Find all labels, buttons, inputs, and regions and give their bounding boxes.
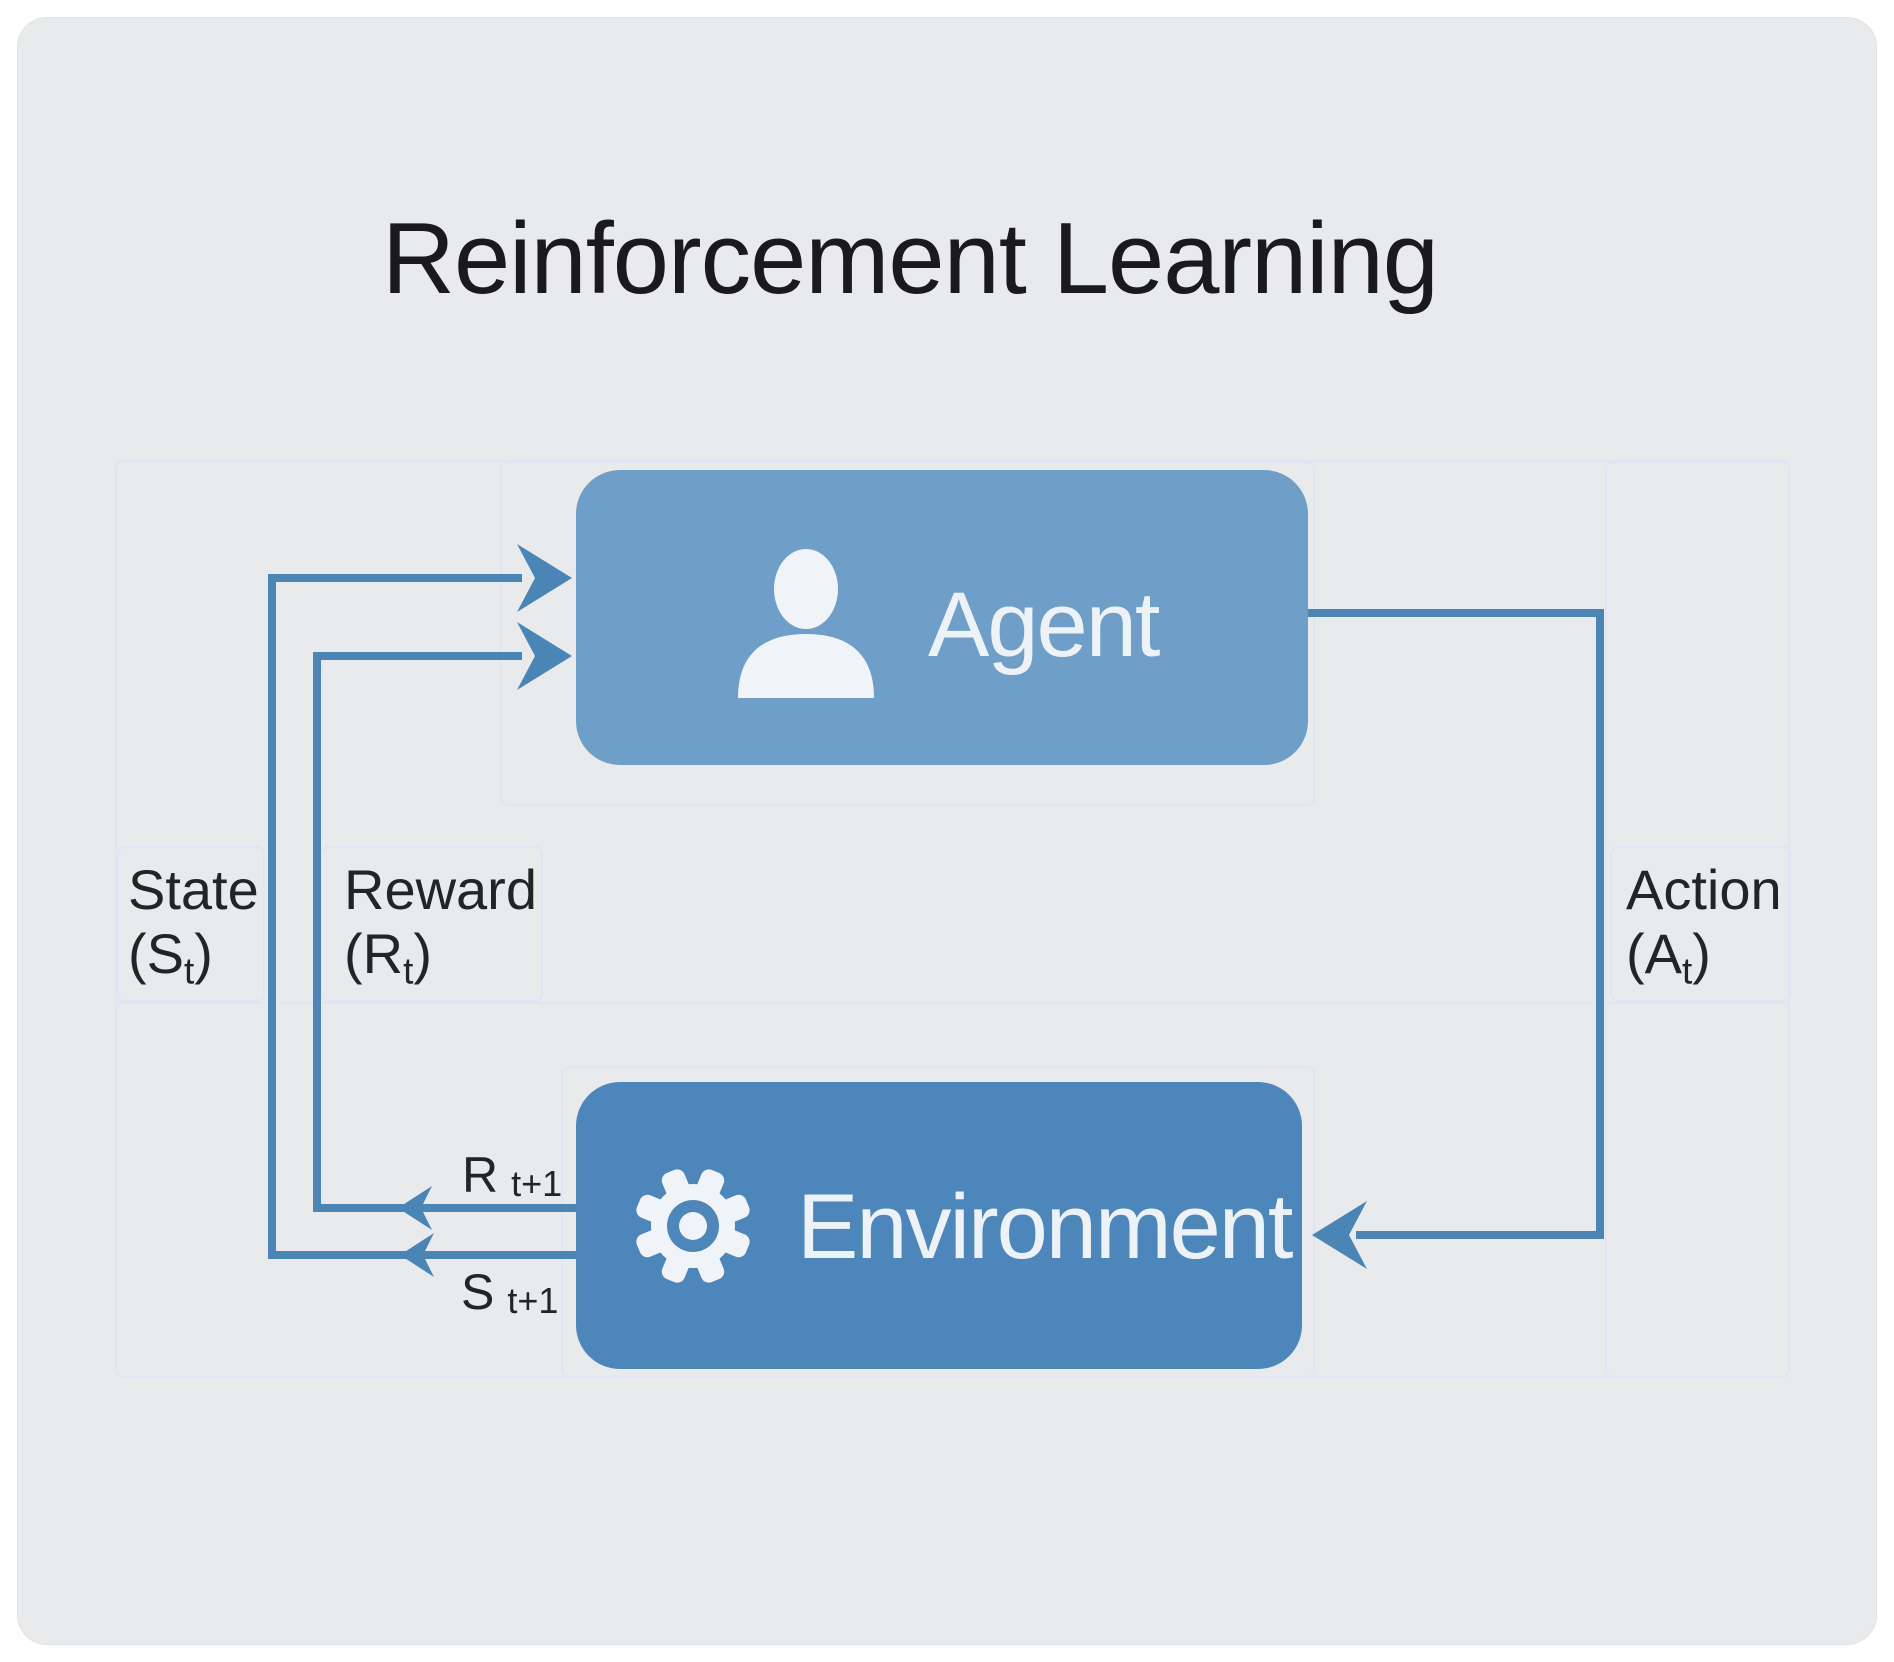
state-edge-line bbox=[268, 574, 576, 1259]
action-label-box bbox=[1610, 846, 1791, 1002]
page-title: Reinforcement Learning bbox=[382, 203, 1439, 315]
action-arrowhead-into-environment bbox=[1312, 1201, 1367, 1269]
agent-node bbox=[576, 470, 1308, 765]
action-edge-line bbox=[1308, 609, 1604, 1239]
state-label-box bbox=[117, 846, 265, 1002]
state-arrowhead-midline bbox=[400, 1233, 434, 1277]
diagram-card bbox=[17, 17, 1877, 1645]
agent-node-label: Agent bbox=[928, 574, 1160, 676]
environment-container-panel bbox=[561, 1066, 1315, 1378]
agent-container-panel bbox=[500, 461, 1315, 806]
reward-arrowhead-into-agent bbox=[517, 622, 572, 690]
action-edge-label: Action (At) bbox=[1626, 858, 1782, 992]
reward-arrowhead-midline bbox=[398, 1186, 432, 1230]
reward-edge-line bbox=[313, 652, 576, 1212]
environment-node-label: Environment bbox=[797, 1176, 1293, 1278]
state-arrowhead-into-agent bbox=[517, 544, 572, 612]
gear-icon bbox=[636, 1169, 750, 1283]
state-edge-label: State (St) bbox=[128, 858, 259, 992]
person-icon bbox=[738, 549, 874, 698]
reward-edge-label: Reward (Rt) bbox=[344, 858, 537, 992]
